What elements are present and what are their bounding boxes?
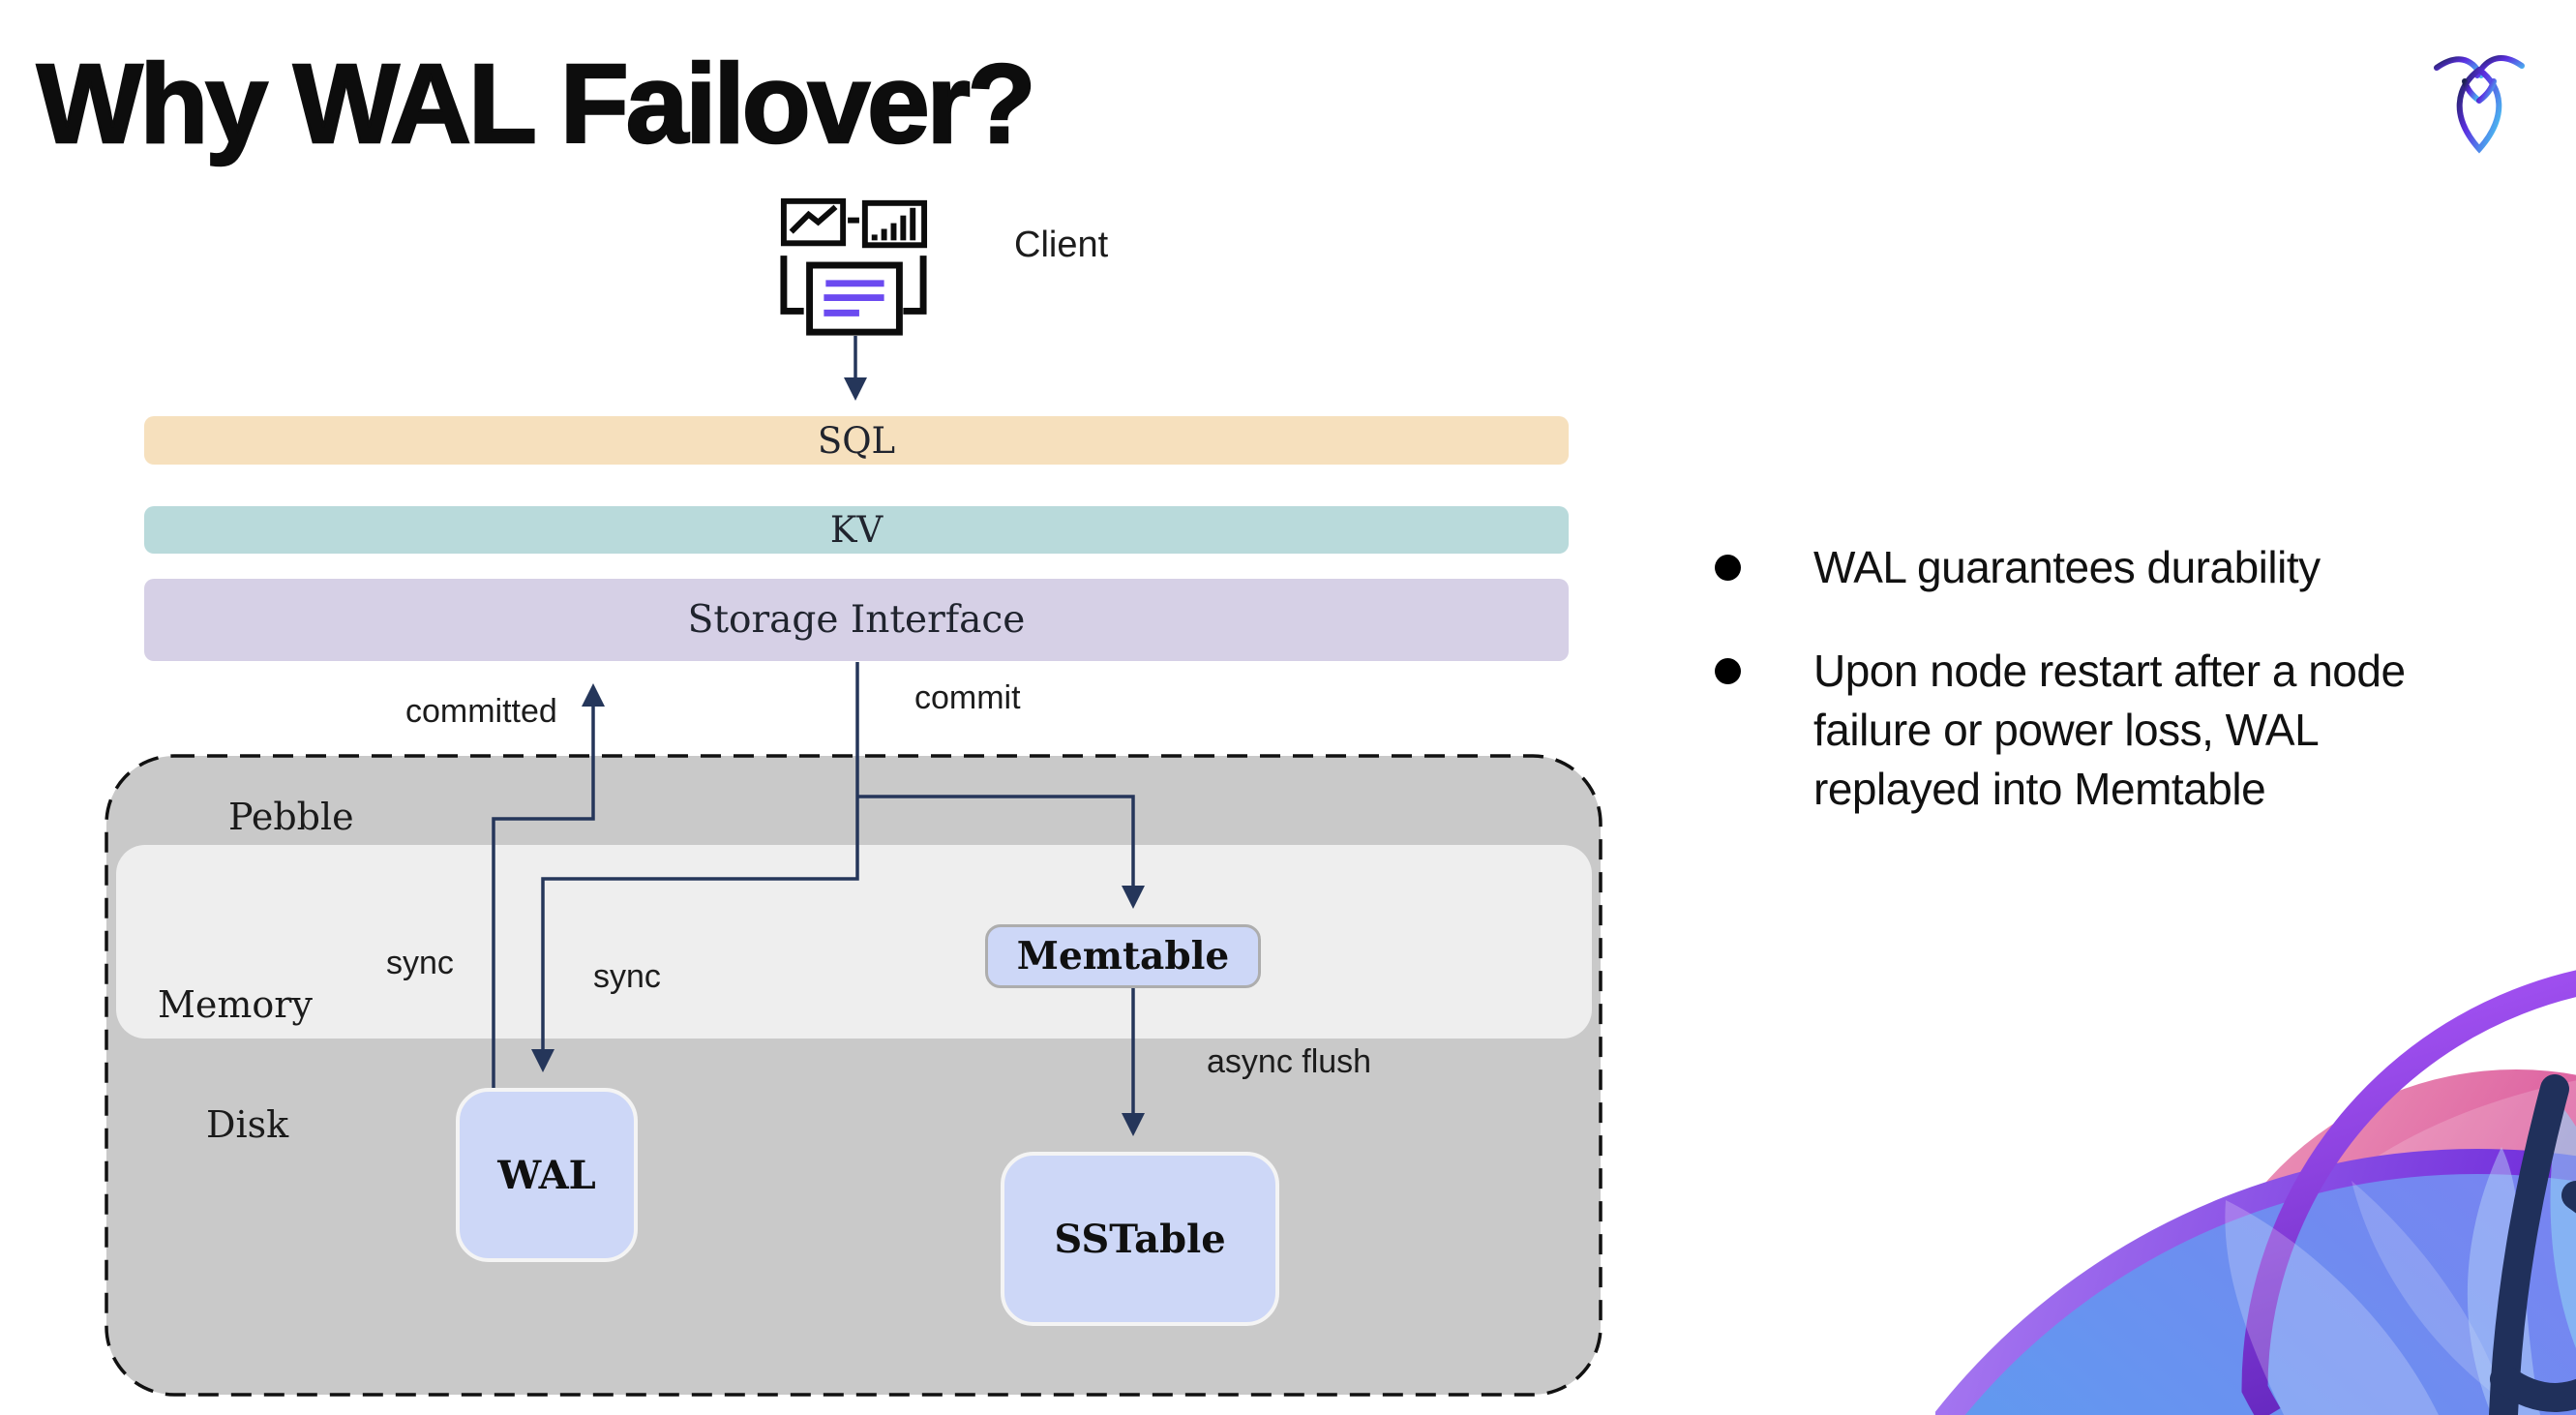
edge-label-sync-down: sync — [593, 958, 661, 995]
wal-label: WAL — [497, 1152, 596, 1198]
layer-label-storage: Storage Interface — [687, 598, 1026, 642]
layer-bar-sql: SQL — [144, 416, 1569, 465]
bullet-list: WAL guarantees durability Upon node rest… — [1715, 538, 2489, 863]
client-icon — [780, 197, 928, 336]
bullet-text: WAL guarantees durability — [1813, 542, 2321, 592]
bullet-text: Upon node restart after a node failure o… — [1813, 646, 2406, 814]
list-item: WAL guarantees durability — [1715, 538, 2489, 597]
sstable-label: SSTable — [1054, 1216, 1226, 1262]
bullet-dot — [1715, 555, 1741, 581]
pebble-label: Pebble — [228, 796, 354, 838]
disk-label: Disk — [206, 1103, 289, 1146]
bullet-dot — [1715, 658, 1741, 684]
layer-bar-storage: Storage Interface — [144, 579, 1569, 661]
client-label: Client — [1014, 225, 1109, 265]
edge-label-committed: committed — [405, 693, 557, 730]
layer-label-sql: SQL — [817, 419, 896, 462]
purple-arc — [2241, 970, 2576, 1415]
edge-label-sync-up: sync — [386, 945, 454, 981]
layer-bar-kv: KV — [144, 506, 1569, 554]
navy-veins — [2489, 1074, 2576, 1415]
memory-band — [116, 845, 1592, 1039]
brand-artwork — [1935, 970, 2576, 1415]
wal-box: WAL — [456, 1088, 638, 1262]
list-item: Upon node restart after a node failure o… — [1715, 642, 2489, 819]
sstable-box: SSTable — [1001, 1152, 1279, 1326]
layer-label-kv: KV — [829, 509, 884, 551]
edge-label-commit: commit — [914, 679, 1021, 716]
edge-label-async-flush: async flush — [1207, 1043, 1372, 1080]
memory-label: Memory — [158, 983, 313, 1026]
memtable-box: Memtable — [985, 924, 1261, 988]
page-title: Why WAL Failover? — [36, 40, 1037, 168]
cockroachdb-logo-icon — [2434, 55, 2525, 154]
memtable-label: Memtable — [1016, 934, 1230, 978]
pebble-container: Pebble Memory Disk — [104, 753, 1603, 1400]
